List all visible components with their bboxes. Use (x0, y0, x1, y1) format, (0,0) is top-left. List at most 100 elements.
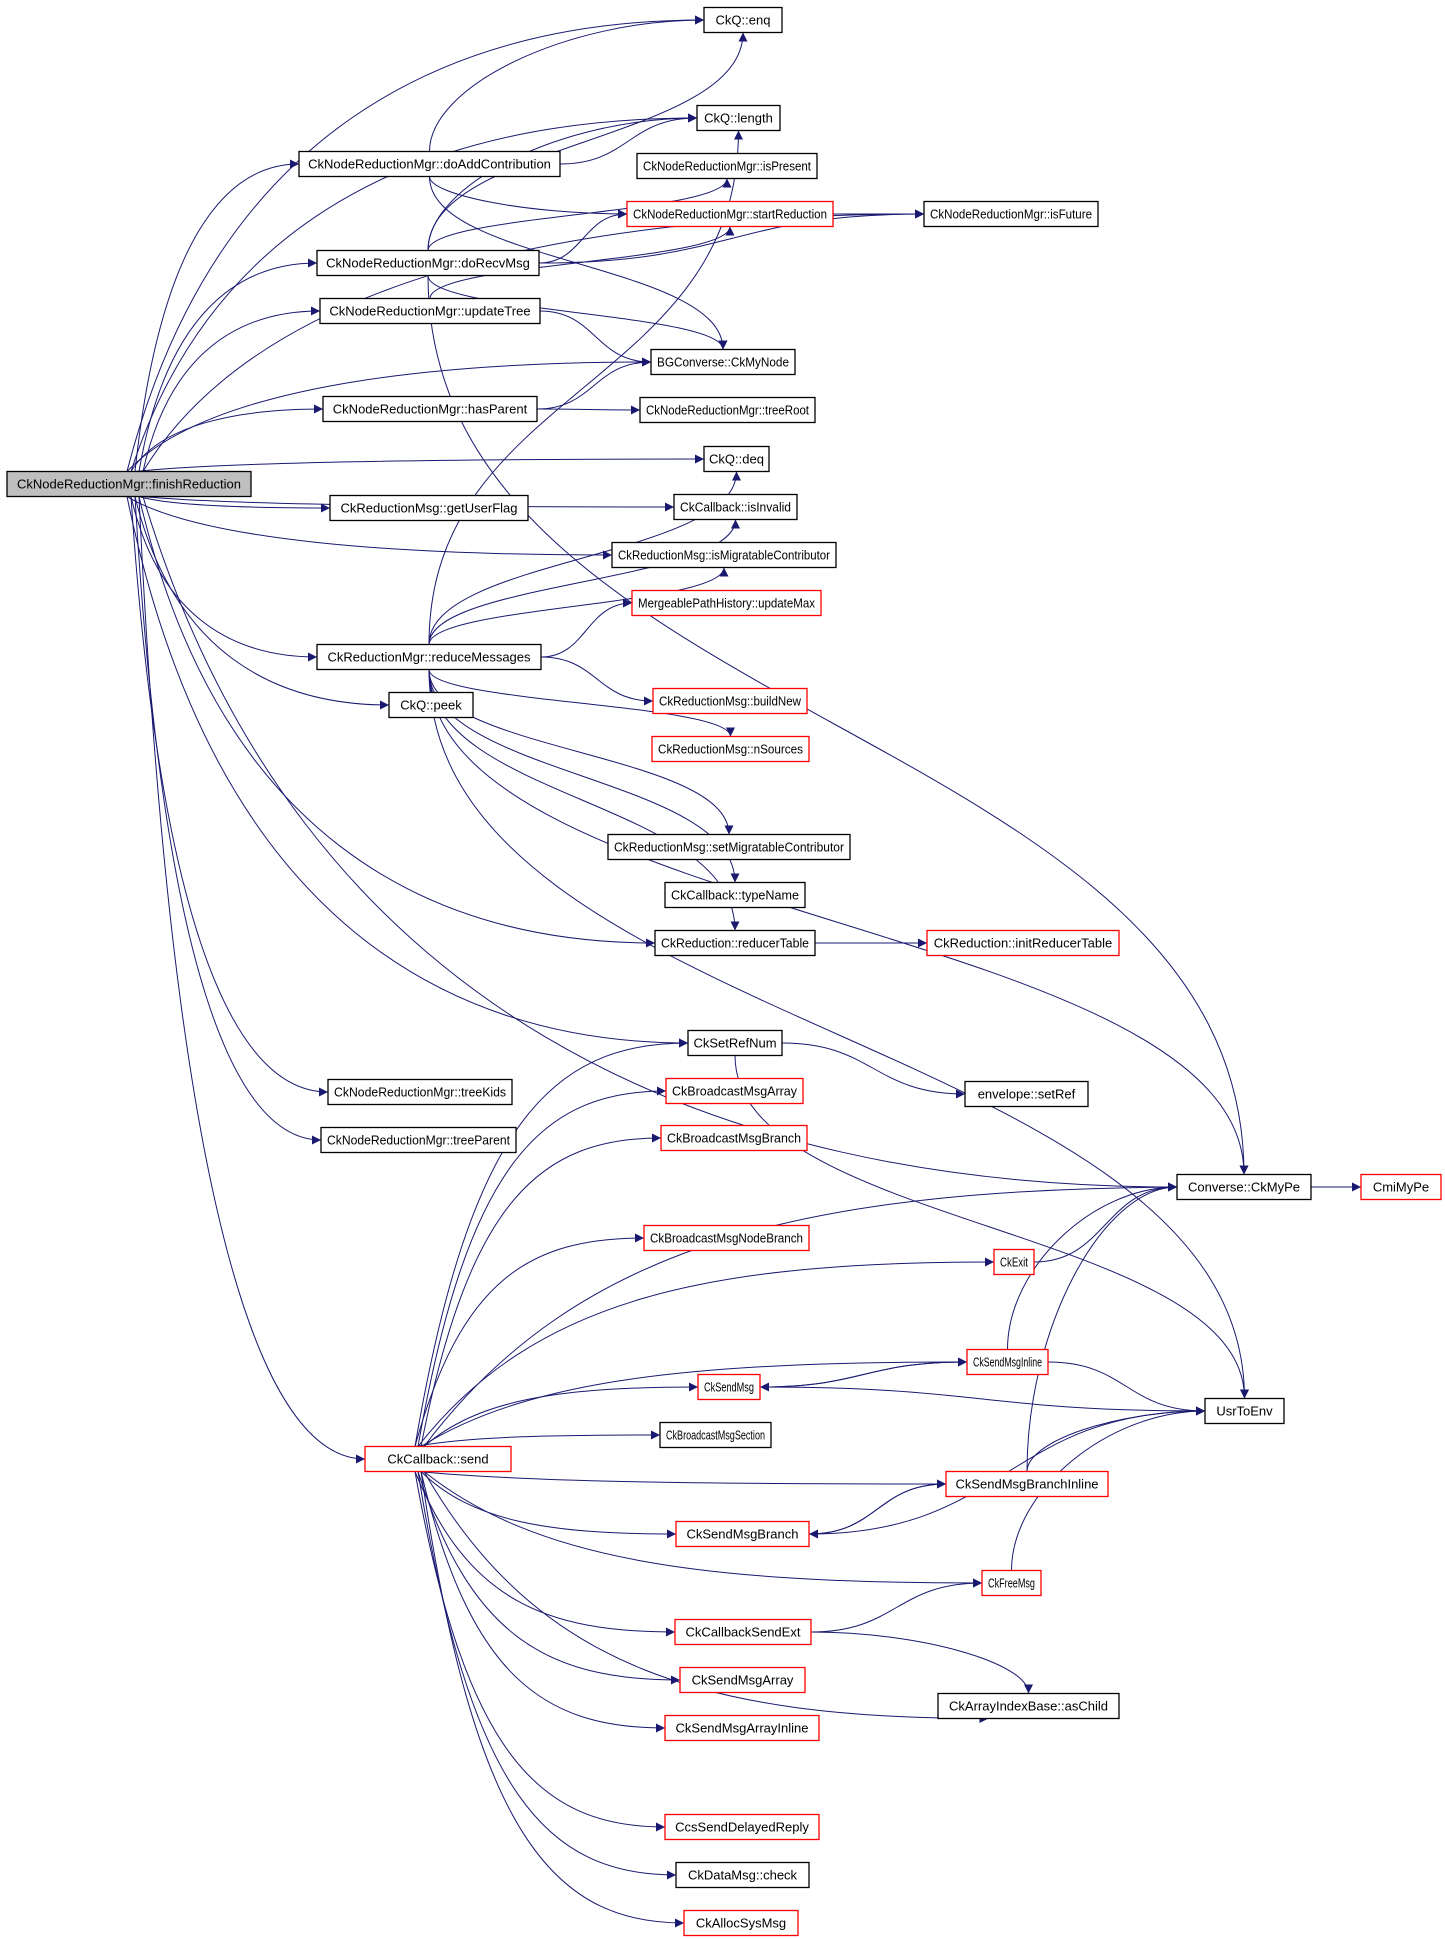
node-startReduction[interactable]: CkNodeReductionMgr::startReduction (626, 200, 834, 228)
node-CkBroadcastMsgArray[interactable]: CkBroadcastMsgArray (665, 1077, 804, 1105)
node-box[interactable] (320, 1126, 517, 1154)
node-treeParent[interactable]: CkNodeReductionMgr::treeParent (320, 1126, 517, 1154)
node-box[interactable] (937, 1692, 1120, 1720)
node-box[interactable] (607, 833, 851, 861)
node-setRef[interactable]: envelope::setRef (964, 1080, 1089, 1108)
node-enq[interactable]: CkQ::enq (703, 6, 783, 34)
node-CkCallbackSendExt[interactable]: CkCallbackSendExt (674, 1618, 812, 1646)
node-ConverseCkMyPe[interactable]: Converse::CkMyPe (1176, 1173, 1312, 1201)
node-box[interactable] (664, 881, 806, 909)
node-box[interactable] (675, 1861, 810, 1889)
truncated-node-box[interactable] (966, 1348, 1049, 1376)
truncated-node-box[interactable] (674, 1618, 812, 1646)
node-updateMax[interactable]: MergeablePathHistory::updateMax (631, 589, 822, 617)
node-treeKids[interactable]: CkNodeReductionMgr::treeKids (327, 1078, 513, 1106)
truncated-node-box[interactable] (652, 687, 808, 715)
node-check[interactable]: CkDataMsg::check (675, 1861, 810, 1889)
node-finishReduction[interactable]: CkNodeReductionMgr::finishReduction (6, 470, 252, 498)
node-CkCallbackSend[interactable]: CkCallback::send (364, 1445, 512, 1473)
node-box[interactable] (298, 150, 561, 178)
node-deq[interactable]: CkQ::deq (703, 445, 770, 473)
node-CkSendMsg[interactable]: CkSendMsg (697, 1373, 761, 1401)
node-box[interactable] (964, 1080, 1089, 1108)
node-doAddContribution[interactable]: CkNodeReductionMgr::doAddContribution (298, 150, 561, 178)
node-CkBroadcastMsgNodeBranch[interactable]: CkBroadcastMsgNodeBranch (643, 1224, 810, 1252)
node-typeName[interactable]: CkCallback::typeName (664, 881, 806, 909)
node-asChild[interactable]: CkArrayIndexBase::asChild (937, 1692, 1120, 1720)
node-box[interactable] (316, 643, 542, 671)
node-treeRoot[interactable]: CkNodeReductionMgr::treeRoot (639, 396, 816, 424)
node-CkSendMsgArray[interactable]: CkSendMsgArray (679, 1666, 806, 1694)
node-CkSendMsgBranchInline[interactable]: CkSendMsgBranchInline (945, 1470, 1109, 1498)
truncated-node-box[interactable] (675, 1520, 810, 1548)
truncated-node-box[interactable] (945, 1470, 1109, 1498)
focus-node-box[interactable] (6, 470, 252, 498)
node-box[interactable] (636, 152, 818, 180)
node-buildNew[interactable]: CkReductionMsg::buildNew (652, 687, 808, 715)
node-box[interactable] (322, 395, 538, 423)
node-box[interactable] (687, 1029, 783, 1057)
node-UsrToEnv[interactable]: UsrToEnv (1204, 1397, 1285, 1425)
node-nSources[interactable]: CkReductionMsg::nSources (651, 735, 810, 763)
node-box[interactable] (1176, 1173, 1312, 1201)
truncated-node-box[interactable] (364, 1445, 512, 1473)
truncated-node-box[interactable] (683, 1909, 799, 1937)
node-doRecvMsg[interactable]: CkNodeReductionMgr::doRecvMsg (316, 249, 540, 277)
truncated-node-box[interactable] (651, 735, 810, 763)
node-box[interactable] (703, 6, 783, 34)
node-isMigratableContributor[interactable]: CkReductionMsg::isMigratableContributor (611, 541, 837, 569)
node-box[interactable] (673, 493, 798, 521)
node-isFuture[interactable]: CkNodeReductionMgr::isFuture (923, 200, 1099, 228)
node-box[interactable] (654, 929, 816, 957)
node-box[interactable] (923, 200, 1099, 228)
node-updateTree[interactable]: CkNodeReductionMgr::updateTree (319, 297, 541, 325)
node-CkBroadcastMsgBranch[interactable]: CkBroadcastMsgBranch (660, 1124, 808, 1152)
truncated-node-box[interactable] (981, 1569, 1042, 1597)
node-isInvalid[interactable]: CkCallback::isInvalid (673, 493, 798, 521)
node-box[interactable] (611, 541, 837, 569)
node-CkExit[interactable]: CkExit (993, 1248, 1035, 1276)
truncated-node-box[interactable] (626, 200, 834, 228)
node-getUserFlag[interactable]: CkReductionMsg::getUserFlag (329, 494, 529, 522)
node-CkSendMsgBranch[interactable]: CkSendMsgBranch (675, 1520, 810, 1548)
node-initReducerTable[interactable]: CkReduction::initReducerTable (926, 929, 1120, 957)
node-peek[interactable]: CkQ::peek (388, 691, 474, 719)
truncated-node-box[interactable] (665, 1077, 804, 1105)
node-CkMyNode[interactable]: BGConverse::CkMyNode (650, 348, 796, 376)
node-setMigratableContributor[interactable]: CkReductionMsg::setMigratableContributor (607, 833, 851, 861)
node-box[interactable] (659, 1421, 772, 1449)
node-box[interactable] (639, 396, 816, 424)
truncated-node-box[interactable] (993, 1248, 1035, 1276)
node-CkSendMsgArrayInline[interactable]: CkSendMsgArrayInline (664, 1714, 820, 1742)
truncated-node-box[interactable] (664, 1714, 820, 1742)
node-hasParent[interactable]: CkNodeReductionMgr::hasParent (322, 395, 538, 423)
truncated-node-box[interactable] (697, 1373, 761, 1401)
node-CkSetRefNum[interactable]: CkSetRefNum (687, 1029, 783, 1057)
node-CcsSendDelayedReply[interactable]: CcsSendDelayedReply (664, 1813, 820, 1841)
node-CkBroadcastMsgSection[interactable]: CkBroadcastMsgSection (659, 1421, 772, 1449)
node-CkAllocSysMsg[interactable]: CkAllocSysMsg (683, 1909, 799, 1937)
truncated-node-box[interactable] (664, 1813, 820, 1841)
node-box[interactable] (329, 494, 529, 522)
node-box[interactable] (316, 249, 540, 277)
truncated-node-box[interactable] (926, 929, 1120, 957)
node-reduceMessages[interactable]: CkReductionMgr::reduceMessages (316, 643, 542, 671)
truncated-node-box[interactable] (631, 589, 822, 617)
node-box[interactable] (703, 445, 770, 473)
node-CkFreeMsg[interactable]: CkFreeMsg (981, 1569, 1042, 1597)
node-CmiMyPe[interactable]: CmiMyPe (1360, 1173, 1442, 1201)
truncated-node-box[interactable] (643, 1224, 810, 1252)
truncated-node-box[interactable] (1360, 1173, 1442, 1201)
node-box[interactable] (388, 691, 474, 719)
node-box[interactable] (650, 348, 796, 376)
node-box[interactable] (327, 1078, 513, 1106)
node-length[interactable]: CkQ::length (696, 104, 781, 132)
node-box[interactable] (1204, 1397, 1285, 1425)
truncated-node-box[interactable] (660, 1124, 808, 1152)
node-CkSendMsgInline[interactable]: CkSendMsgInline (966, 1348, 1049, 1376)
node-isPresent[interactable]: CkNodeReductionMgr::isPresent (636, 152, 818, 180)
node-reducerTable[interactable]: CkReduction::reducerTable (654, 929, 816, 957)
truncated-node-box[interactable] (679, 1666, 806, 1694)
node-box[interactable] (696, 104, 781, 132)
node-box[interactable] (319, 297, 541, 325)
